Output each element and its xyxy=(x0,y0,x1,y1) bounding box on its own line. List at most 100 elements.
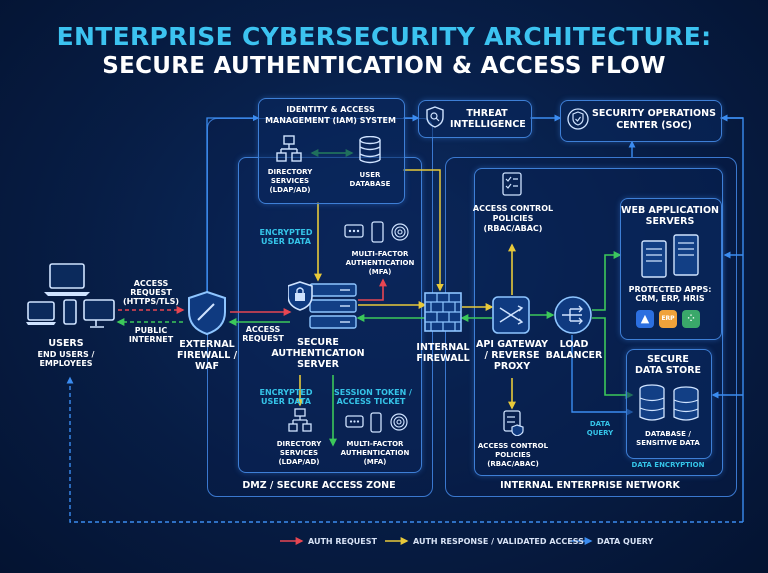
auth-to-mfa-line xyxy=(358,278,387,301)
db-label-1: DATABASE / xyxy=(645,430,691,438)
int-fw-label-1: INTERNAL xyxy=(416,342,470,353)
lb-label-1: LOAD xyxy=(559,339,589,350)
mfa-top-label-3: (MFA) xyxy=(368,268,392,276)
mfa-top-label-1: MULTI-FACTOR xyxy=(351,250,409,258)
users-subtitle-2: EMPLOYEES xyxy=(39,359,93,368)
threat-label-1: THREAT xyxy=(466,108,508,119)
api-gateway-label-3: PROXY xyxy=(493,361,531,372)
acp-top-label-3: (RBAC/ABAC) xyxy=(483,224,543,233)
access-request-b-label-1: ACCESS xyxy=(245,325,281,334)
iam-userdb-2: DATABASE xyxy=(349,180,391,188)
lb-to-web-line xyxy=(592,251,622,311)
access-request-label-3: (HTTPS/TLS) xyxy=(123,297,179,306)
auth-server-label-2: AUTHENTICATION xyxy=(271,348,365,359)
acp-bottom-label-1: ACCESS CONTROL xyxy=(477,442,549,450)
api-gateway-label-1: API GATEWAY xyxy=(476,339,548,350)
iam-dir-2: SERVICES xyxy=(270,177,310,185)
db-label-2: SENSITIVE DATA xyxy=(636,439,700,447)
dir-bottom-label-1: DIRECTORY xyxy=(276,440,322,448)
users-subtitle-1: END USERS / xyxy=(37,350,95,359)
data-query-label-1: DATA xyxy=(589,420,611,428)
acp-top-label-2: POLICIES xyxy=(492,214,534,223)
iam-dir-1: DIRECTORY xyxy=(267,168,313,176)
acp-bottom-checklist-icon xyxy=(503,410,524,436)
dir-bottom-label-3: (LDAP/AD) xyxy=(278,458,320,466)
web-servers-title-2: SERVERS xyxy=(645,216,695,227)
user-database-icon xyxy=(359,136,381,164)
external-firewall-shield-icon xyxy=(188,290,226,336)
users-title: USERS xyxy=(48,338,84,349)
ext-fw-label-1: EXTERNAL xyxy=(179,339,235,350)
directory-bottom-icon xyxy=(288,408,312,432)
internal-firewall-brick-icon xyxy=(424,292,462,332)
public-internet-label-1: PUBLIC xyxy=(134,326,168,335)
load-balancer-icon xyxy=(554,296,592,334)
hris-app-icon: ⁘ xyxy=(682,310,700,328)
web-servers-title-1: WEB APPLICATION xyxy=(620,205,719,216)
iam-userdb-1: USER xyxy=(359,171,381,179)
database-cylinders-icon xyxy=(639,384,699,421)
acp-top-checklist-icon xyxy=(502,172,522,196)
data-store-title-2: DATA STORE xyxy=(634,365,702,376)
mfa-top-label-2: AUTHENTICATION xyxy=(345,259,415,267)
web-apps-label-2: CRM, ERP, HRIS xyxy=(635,294,705,303)
acp-bottom-label-2: POLICIES xyxy=(495,451,531,459)
access-request-label-2: REQUEST xyxy=(130,288,172,297)
return-dashed-line xyxy=(66,376,743,523)
api-gateway-icon xyxy=(492,296,530,334)
mfa-top-icons xyxy=(344,221,409,243)
session-token-label-1: SESSION TOKEN / xyxy=(334,388,412,397)
iam-dir-3: (LDAP/AD) xyxy=(269,186,311,194)
erp-app-icon: ERP xyxy=(659,310,677,328)
access-request-b-label-2: REQUEST xyxy=(242,334,284,343)
web-server-towers-icon xyxy=(641,234,699,278)
mfa-bottom-label-2: AUTHENTICATION xyxy=(340,449,410,457)
legend-data-query: DATA QUERY xyxy=(597,537,654,546)
ext-fw-label-2: FIREWALL / xyxy=(176,350,238,361)
dmz-label: DMZ / SECURE ACCESS ZONE xyxy=(242,480,396,491)
data-query-label-2: QUERY xyxy=(586,429,614,437)
lb-to-store-line xyxy=(592,317,634,399)
auth-server-icon xyxy=(288,281,357,329)
auth-server-label-1: SECURE xyxy=(297,337,339,348)
iam-title-1: IDENTITY & ACCESS xyxy=(286,105,375,114)
iam-title-2: MANAGEMENT (IAM) SYSTEM xyxy=(265,116,396,125)
users-devices-icon xyxy=(26,263,115,328)
soc-label-1: SECURITY OPERATIONS xyxy=(592,108,716,119)
fw-to-iam-line xyxy=(206,114,260,300)
lb-label-2: BALANCER xyxy=(545,350,603,361)
iam-to-intfw-line xyxy=(403,169,444,292)
directory-tree-icon xyxy=(276,135,302,162)
encrypted-bottom-label-1: ENCRYPTED xyxy=(259,388,313,397)
auth-server-label-3: SERVER xyxy=(297,359,339,370)
encrypted-top-label-2: USER DATA xyxy=(261,237,311,246)
acp-top-label-1: ACCESS CONTROL xyxy=(472,204,554,213)
web-apps-label-1: PROTECTED APPS: xyxy=(628,285,712,294)
legend-auth-response: AUTH RESPONSE / VALIDATED ACCESS xyxy=(413,537,584,546)
mfa-bottom-label-1: MULTI-FACTOR xyxy=(346,440,404,448)
int-fw-label-2: FIREWALL xyxy=(416,353,470,364)
soc-shield-icon xyxy=(567,108,589,130)
soc-label-2: CENTER (SOC) xyxy=(616,120,692,131)
acp-bottom-label-3: (RBAC/ABAC) xyxy=(487,460,539,468)
encrypted-top-label-1: ENCRYPTED xyxy=(259,228,313,237)
data-encryption-label: DATA ENCRYPTION xyxy=(631,461,705,469)
soc-box[interactable] xyxy=(560,100,722,142)
crm-app-icon: ▲ xyxy=(636,310,654,328)
title-line-2: SECURE AUTHENTICATION & ACCESS FLOW xyxy=(102,53,666,79)
mfa-bottom-icons xyxy=(345,412,408,433)
ext-fw-label-3: WAF xyxy=(195,361,219,372)
mfa-bottom-label-3: (MFA) xyxy=(363,458,387,466)
outer-right-line xyxy=(720,117,744,522)
lb-data-query-line xyxy=(571,335,634,416)
access-request-label-1: ACCESS xyxy=(133,279,169,288)
title-line-1: ENTERPRISE CYBERSECURITY ARCHITECTURE: xyxy=(56,22,712,51)
legend-auth-request: AUTH REQUEST xyxy=(308,537,377,546)
internal-network-label: INTERNAL ENTERPRISE NETWORK xyxy=(500,480,680,491)
api-gateway-label-2: / REVERSE xyxy=(484,350,540,361)
dir-bottom-label-2: SERVICES xyxy=(279,449,319,457)
session-token-label-2: ACCESS TICKET xyxy=(336,397,406,406)
threat-label-2: INTELLIGENCE xyxy=(450,119,526,130)
public-internet-label-2: INTERNET xyxy=(128,335,174,344)
